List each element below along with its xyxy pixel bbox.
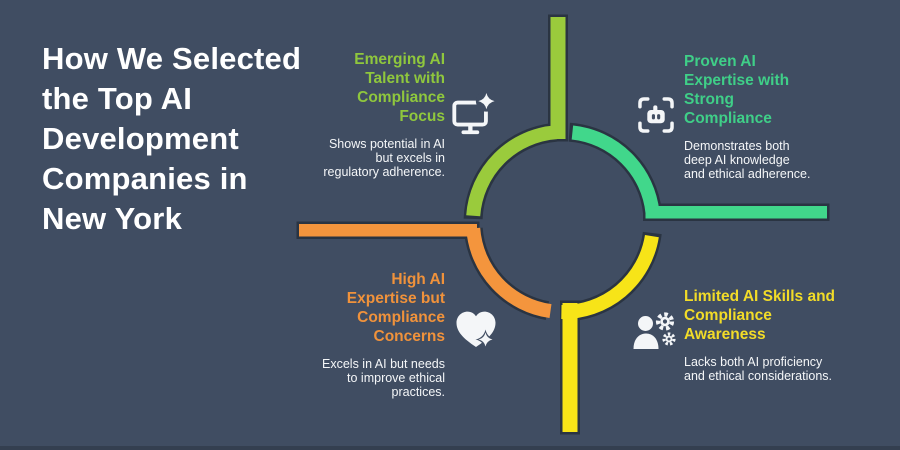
quadrant-proven-expertise: Proven AI Expertise with Strong Complian… [684, 52, 836, 181]
quadrant-heading: Limited AI Skills and Compliance Awarene… [684, 288, 836, 343]
gear-large [655, 312, 675, 331]
arc-proven-expertise [571, 125, 660, 214]
heart-sparkle-icon [452, 306, 500, 354]
diagram-arms [299, 17, 827, 432]
arc-high-expertise [466, 227, 552, 319]
quadrant-high-expertise: High AI Expertise but Compliance Concern… [293, 270, 445, 399]
arc-limited-skills [561, 234, 659, 320]
arm-high-expertise [299, 224, 477, 237]
page-title: How We Selected the Top AI Development C… [42, 41, 302, 236]
diagram-arcs [466, 125, 660, 320]
quadrant-limited-skills: Limited AI Skills and Compliance Awarene… [684, 287, 836, 383]
quadrant-heading: High AI Expertise but Compliance Concern… [346, 271, 445, 345]
quadrant-description: Excels in AI but needs to improve ethica… [322, 357, 445, 399]
quadrant-description: Lacks both AI proficiency and ethical co… [684, 355, 833, 383]
gear-small [662, 332, 676, 346]
footer-strip [0, 446, 900, 450]
arm-limited-skills [562, 303, 578, 432]
quadrant-description: Shows potential in AI but excels in regu… [323, 137, 445, 179]
quadrant-heading: Proven AI Expertise with Strong Complian… [684, 53, 790, 127]
arc-emerging-talent [466, 125, 558, 217]
robot-scan-icon [634, 93, 678, 137]
quadrant-description: Demonstrates both deep AI knowledge and … [684, 139, 811, 181]
arm-proven-expertise [645, 206, 827, 219]
arm-emerging-talent [550, 17, 566, 139]
monitor-sparkle-icon [450, 92, 496, 138]
person-gear-icon [632, 308, 680, 356]
quadrant-emerging-talent: Emerging AI Talent with Compliance Focus… [293, 50, 445, 179]
quadrant-heading: Emerging AI Talent with Compliance Focus [354, 51, 445, 125]
